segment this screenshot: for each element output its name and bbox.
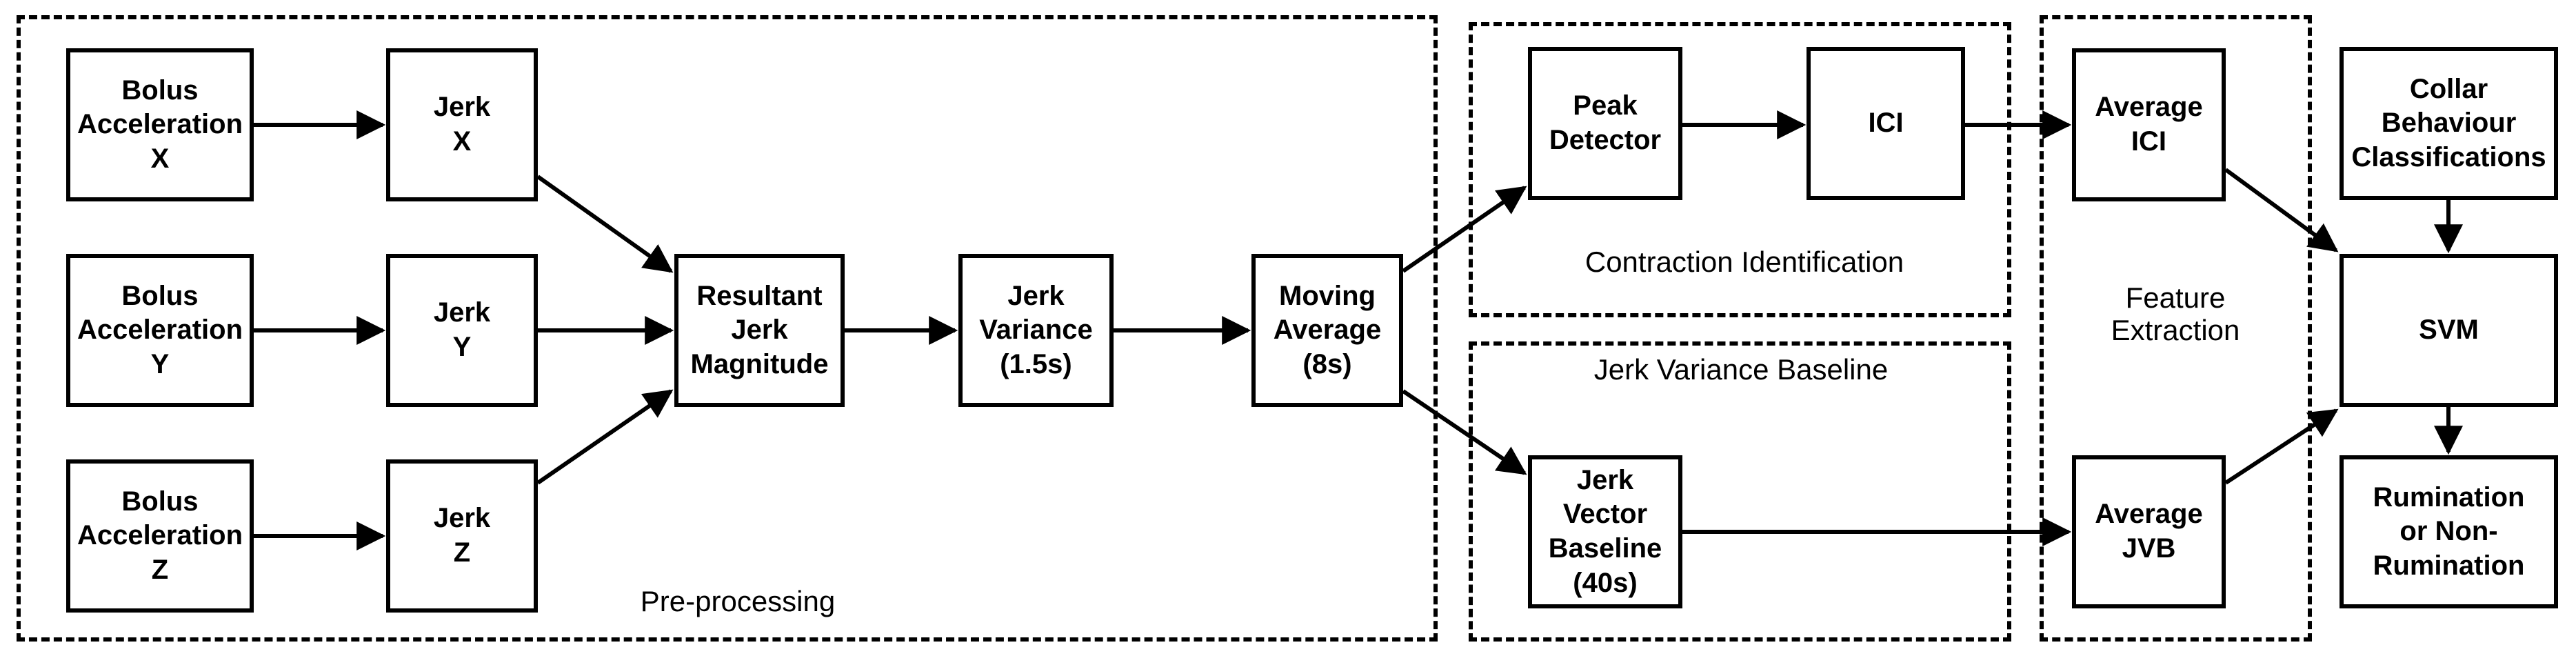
edge-moving-average-to-jvb xyxy=(1402,389,1527,475)
node-rumination-or-non-rumination[interactable]: Rumination or Non- Rumination xyxy=(2339,455,2558,608)
node-label-jerk-y: Jerk Y xyxy=(433,297,491,362)
group-pre-processing xyxy=(17,15,1438,642)
node-label-jerk-vector-baseline: Jerk Vector Baseline (40s) xyxy=(1548,464,1662,598)
node-label-bolus-acceleration-z: Bolus Acceleration Z xyxy=(77,486,243,585)
node-label-collar-behaviour-classifications: Collar Behaviour Classifications xyxy=(2351,73,2546,172)
node-average-jvb[interactable]: Average JVB xyxy=(2072,455,2226,608)
node-label-svm: SVM xyxy=(2419,315,2479,346)
node-svm[interactable]: SVM xyxy=(2339,254,2558,407)
node-jerk-z[interactable]: Jerk Z xyxy=(386,459,538,613)
node-bolus-acceleration-z[interactable]: Bolus Acceleration Z xyxy=(66,459,254,613)
group-label-jerk-variance-baseline: Jerk Variance Baseline xyxy=(1593,353,1889,386)
node-bolus-acceleration-y[interactable]: Bolus Acceleration Y xyxy=(66,254,254,407)
edge-moving-average-to-peak-detector xyxy=(1402,186,1527,273)
node-collar-behaviour-classifications[interactable]: Collar Behaviour Classifications xyxy=(2339,47,2558,200)
group-contraction-identification xyxy=(1469,22,2011,317)
node-label-jerk-x: Jerk X xyxy=(433,92,491,157)
node-label-rumination-or-non-rumination: Rumination or Non- Rumination xyxy=(2373,481,2525,581)
node-label-peak-detector: Peak Detector xyxy=(1549,90,1662,155)
group-label-feature-extraction: Feature Extraction xyxy=(2111,281,2240,347)
group-label-contraction-identification: Contraction Identification xyxy=(1584,246,1904,278)
edge-average-jvb-to-svm xyxy=(2224,408,2339,485)
node-label-moving-average: Moving Average (8s) xyxy=(1273,280,1382,379)
node-jerk-x[interactable]: Jerk X xyxy=(386,48,538,201)
node-label-average-ici: Average ICI xyxy=(2095,92,2203,157)
node-average-ici[interactable]: Average ICI xyxy=(2072,48,2226,201)
node-moving-average[interactable]: Moving Average (8s) xyxy=(1251,254,1403,407)
group-feature-extraction xyxy=(2040,15,2312,642)
node-label-bolus-acceleration-y: Bolus Acceleration Y xyxy=(77,280,243,379)
node-label-resultant-jerk-magnitude: Resultant Jerk Magnitude xyxy=(690,280,829,379)
edge-jerk-z-to-resultant xyxy=(536,389,674,485)
node-label-jerk-variance: Jerk Variance (1.5s) xyxy=(979,280,1093,379)
node-bolus-acceleration-x[interactable]: Bolus Acceleration X xyxy=(66,48,254,201)
node-label-average-jvb: Average JVB xyxy=(2095,499,2203,564)
node-jerk-variance[interactable]: Jerk Variance (1.5s) xyxy=(958,254,1114,407)
node-label-ici: ICI xyxy=(1868,108,1904,139)
node-jerk-vector-baseline[interactable]: Jerk Vector Baseline (40s) xyxy=(1528,455,1682,608)
node-peak-detector[interactable]: Peak Detector xyxy=(1528,47,1682,200)
node-resultant-jerk-magnitude[interactable]: Resultant Jerk Magnitude xyxy=(674,254,845,407)
node-jerk-y[interactable]: Jerk Y xyxy=(386,254,538,407)
node-label-bolus-acceleration-x: Bolus Acceleration X xyxy=(77,74,243,174)
edge-average-ici-to-svm xyxy=(2224,168,2339,252)
group-label-pre-processing: Pre-processing xyxy=(640,585,836,617)
edge-jerk-x-to-resultant xyxy=(536,175,674,273)
group-jerk-variance-baseline xyxy=(1469,341,2011,642)
node-ici[interactable]: ICI xyxy=(1807,47,1965,200)
node-label-jerk-z: Jerk Z xyxy=(433,503,491,568)
